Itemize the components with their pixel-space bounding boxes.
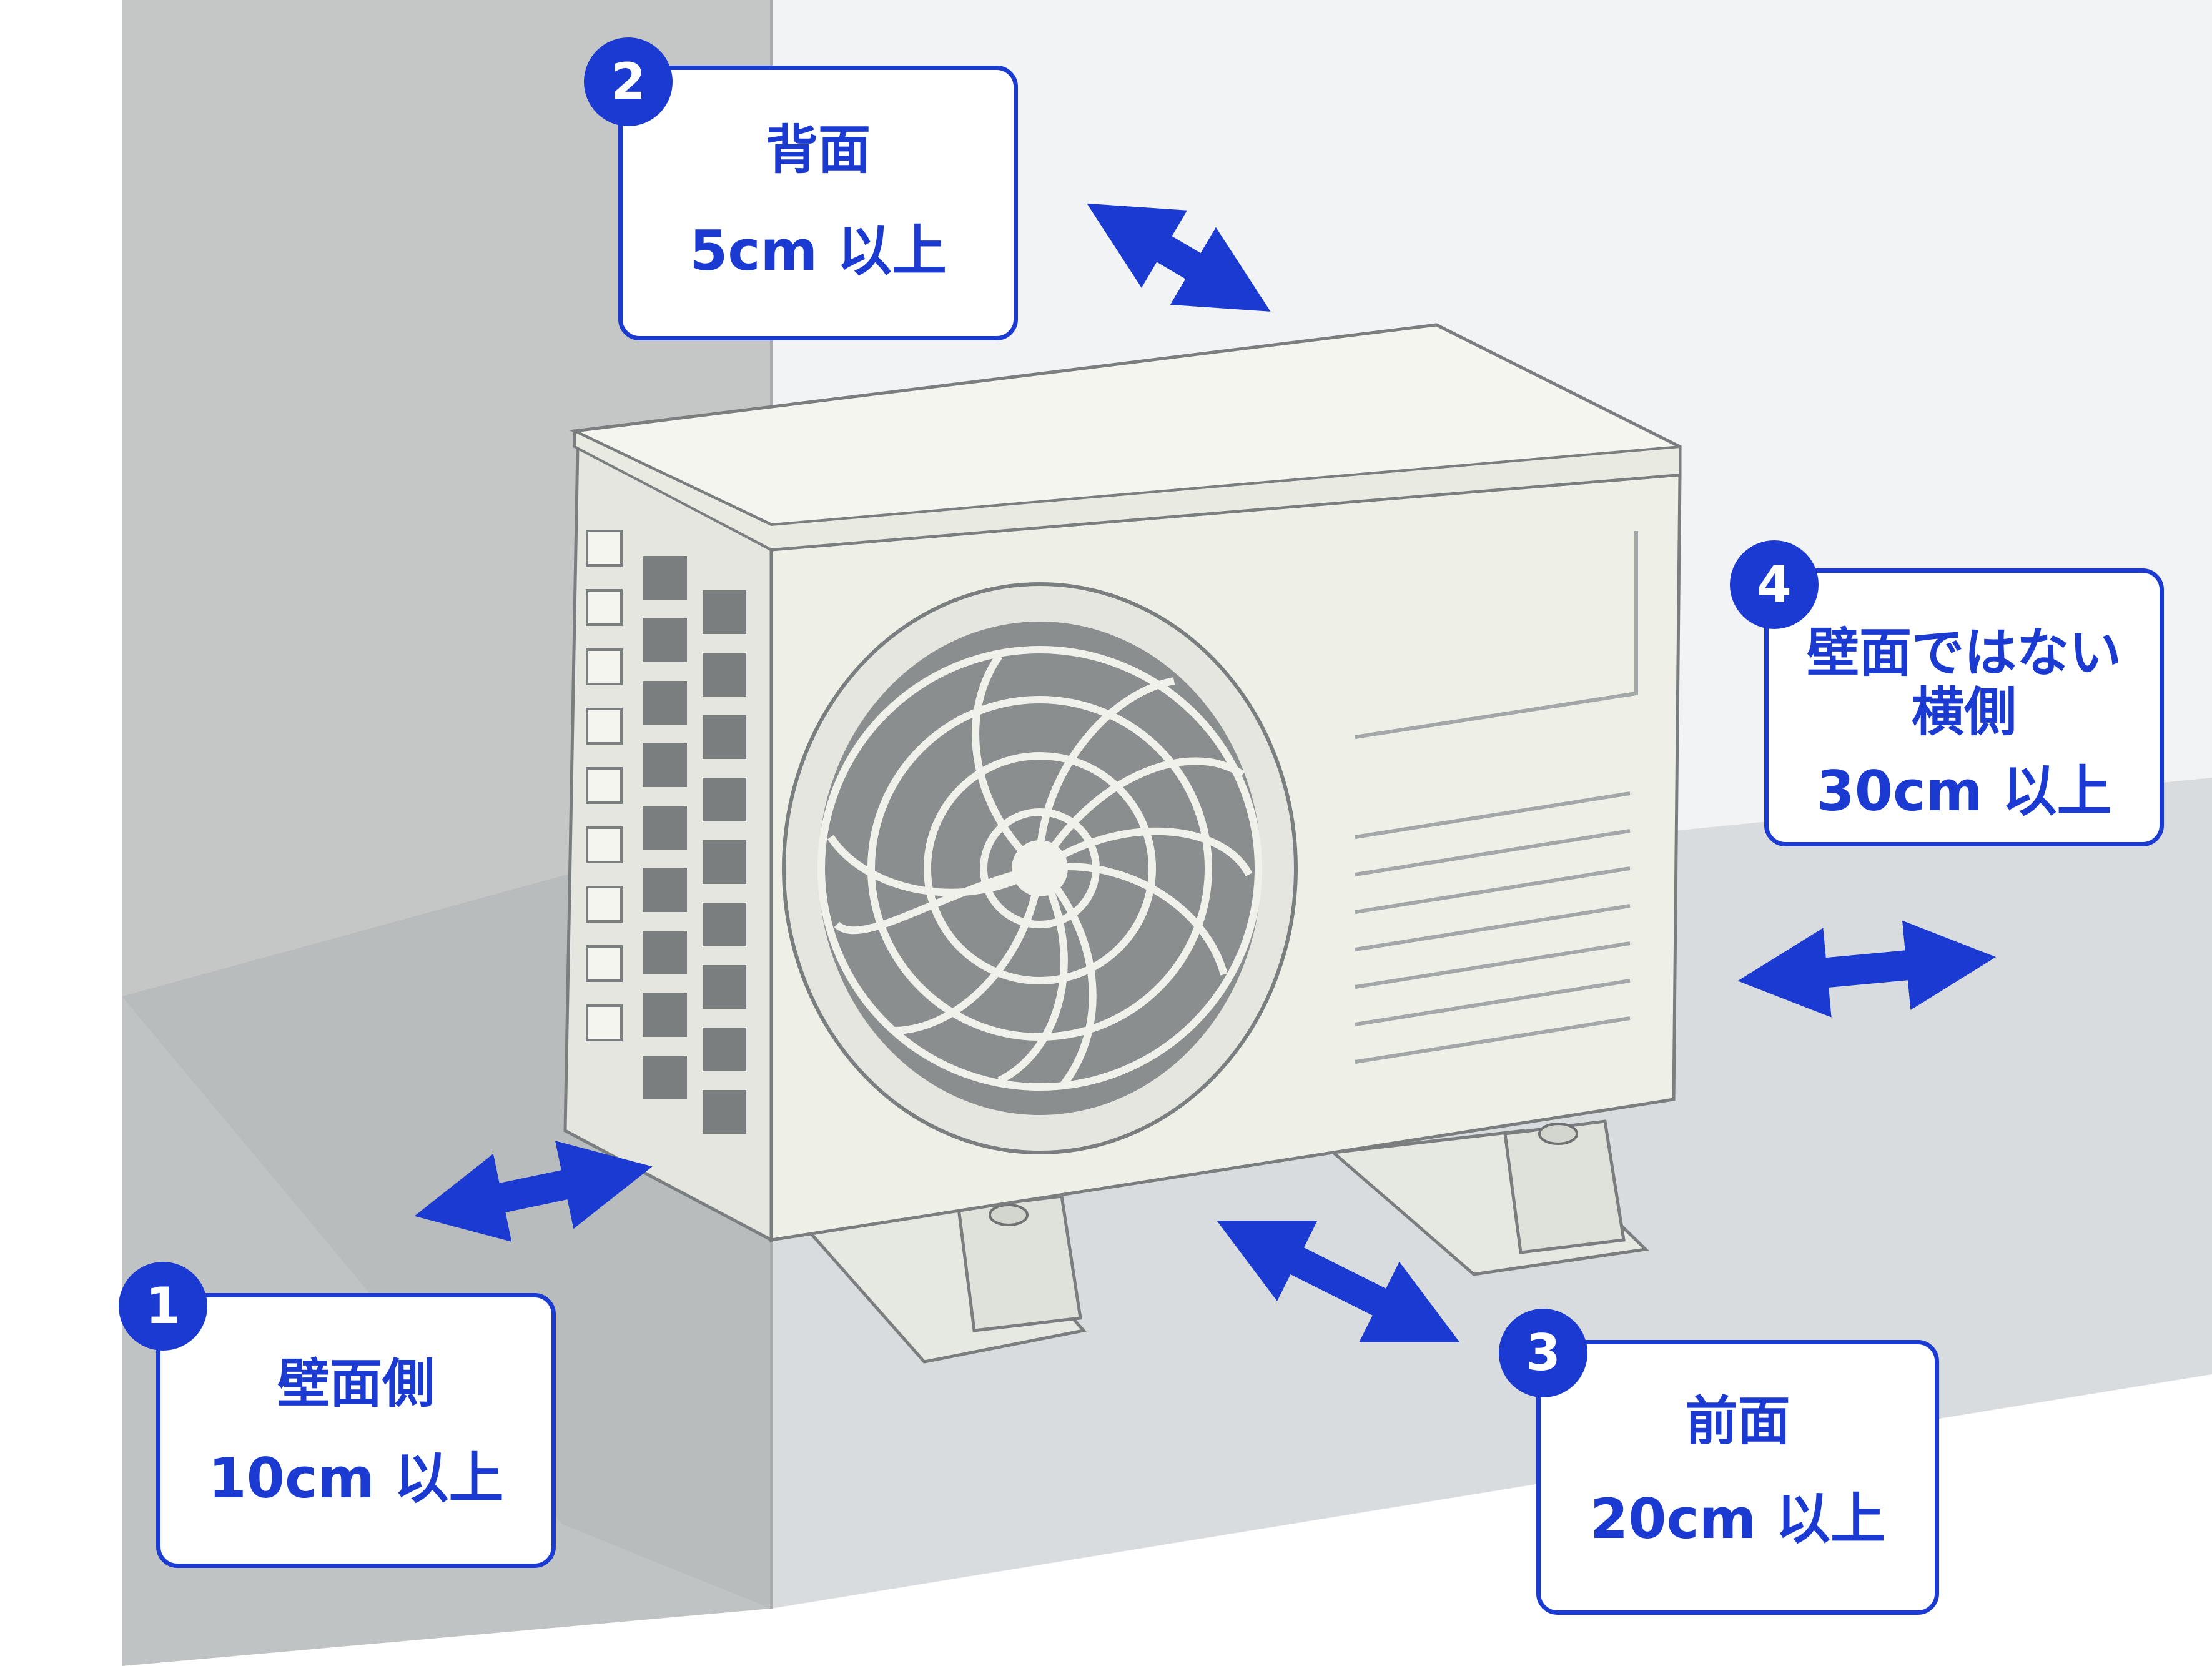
side-grille — [586, 530, 746, 1134]
mounting-stand-left — [802, 1194, 1087, 1364]
callout-front-value: 20cm 以上 — [1590, 1487, 1885, 1551]
callout-wall-side-value: 10cm 以上 — [208, 1446, 504, 1510]
callout-3-badge: 3 — [1499, 1309, 1587, 1397]
front-vents — [1355, 531, 1638, 1064]
callout-back: 背面 5cm 以上 — [618, 66, 1018, 340]
callout-open-side-title-line1: 壁面ではない — [1806, 622, 2121, 683]
callout-front: 前面 20cm 以上 — [1536, 1340, 1939, 1615]
callout-back-title: 背面 — [765, 119, 871, 181]
callout-wall-side: 壁面側 10cm 以上 — [156, 1293, 556, 1568]
mounting-stand-right — [1330, 1119, 1649, 1276]
unit-top-lip — [573, 429, 1681, 552]
callout-1-badge: 1 — [119, 1262, 207, 1351]
callout-wall-side-title: 壁面側 — [277, 1353, 435, 1414]
callout-2-badge: 2 — [584, 37, 673, 126]
arrow-wall-side — [414, 1141, 653, 1242]
arrow-open-side — [1737, 920, 1997, 1018]
arrow-front — [1217, 1221, 1460, 1342]
callout-open-side-title-line2: 横側 — [1911, 682, 2017, 743]
callout-open-side-value: 30cm 以上 — [1816, 759, 2112, 823]
fan-grille — [782, 582, 1298, 1154]
callout-front-title: 前面 — [1685, 1391, 1790, 1452]
arrow-back — [1087, 203, 1271, 312]
callout-4-badge: 4 — [1730, 540, 1819, 629]
callout-open-side: 壁面ではない 横側 30cm 以上 — [1764, 568, 2164, 846]
clearance-arrows — [414, 203, 1997, 1342]
outdoor-unit — [563, 323, 1682, 1243]
callout-back-value: 5cm 以上 — [689, 219, 947, 283]
